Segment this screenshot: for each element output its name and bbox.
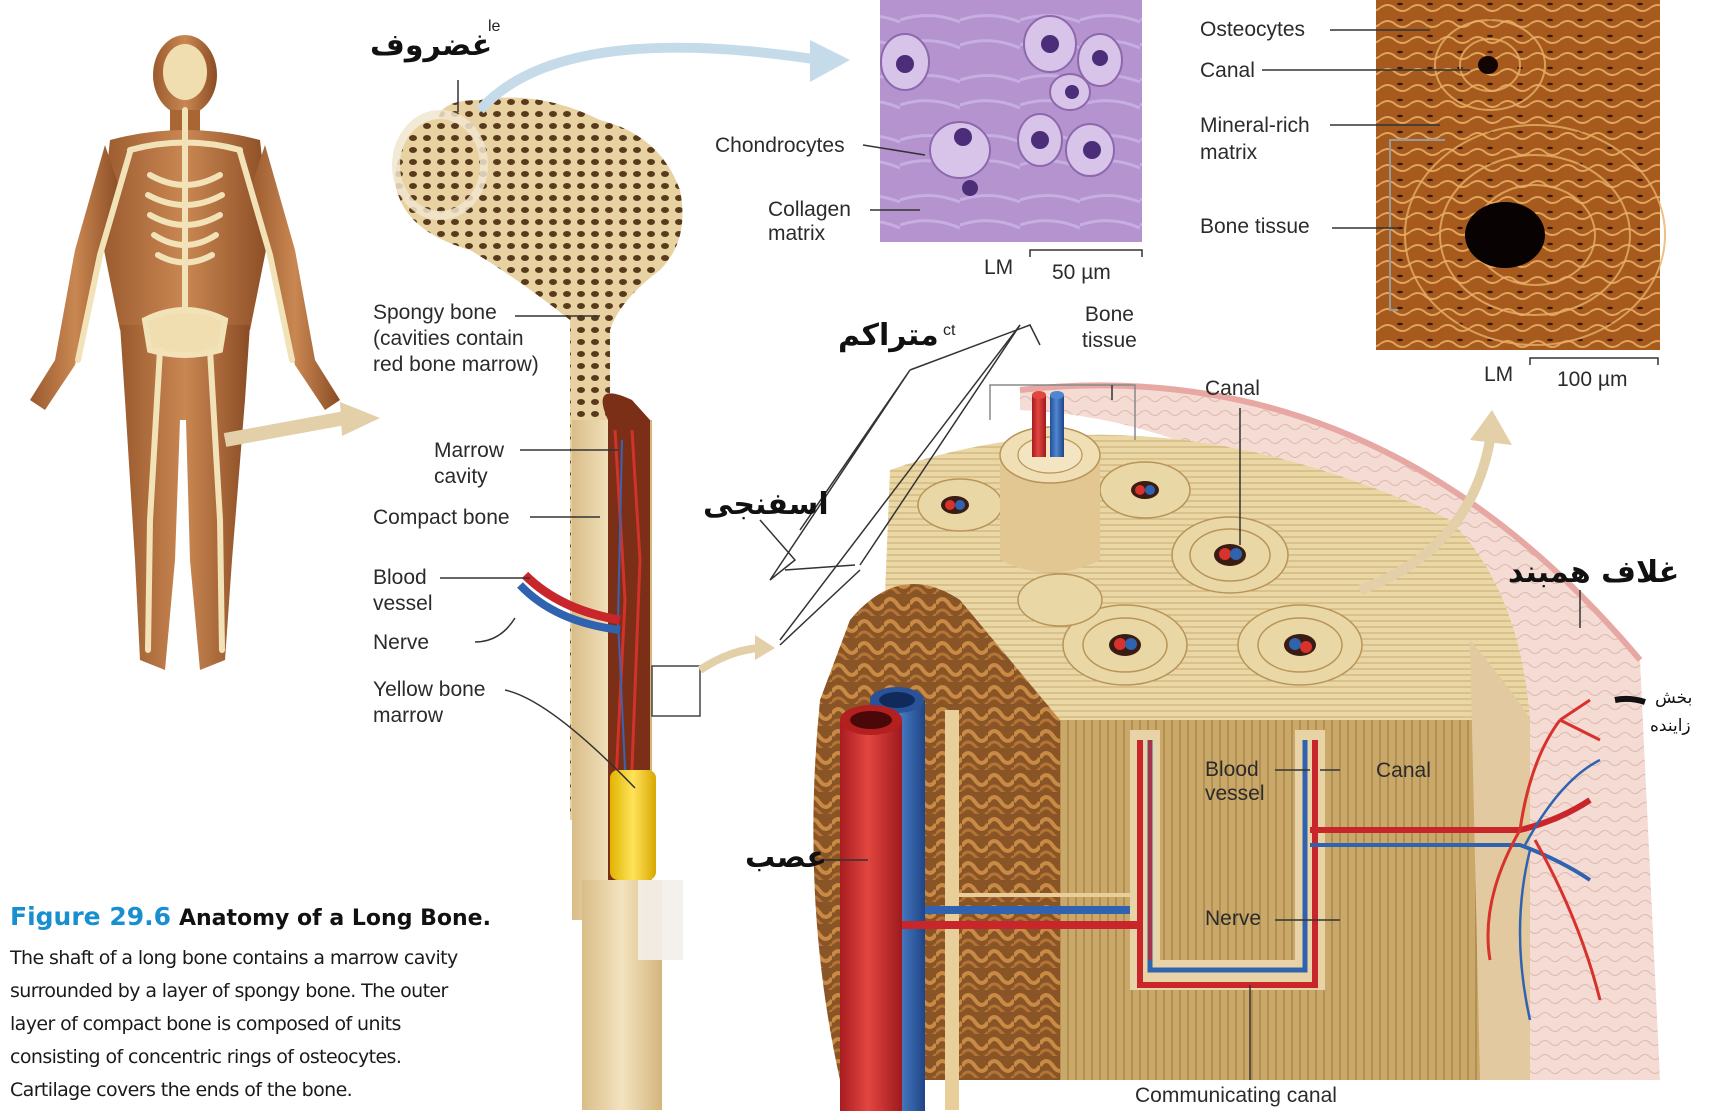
label-bone-tissue-block: Bone tissue <box>1082 302 1137 354</box>
label-lm-2: LM <box>1484 362 1513 388</box>
label-osteocytes: Osteocytes <box>1200 17 1305 43</box>
figure-caption-title: Figure 29.6 Anatomy of a Long Bone. <box>10 902 491 931</box>
label-lm-1: LM <box>984 255 1013 281</box>
label-mineral-matrix: Mineral-rich matrix <box>1200 112 1310 166</box>
label-yellow-marrow: Yellow bone marrow <box>373 677 486 729</box>
label-canal-top: Canal <box>1200 58 1255 84</box>
label-chondrocytes: Chondrocytes <box>715 133 845 159</box>
label-nerve-block: Nerve <box>1205 906 1261 932</box>
figure-number: Figure 29.6 <box>10 902 171 931</box>
label-blood-vessel: Blood vessel <box>373 565 433 617</box>
caption-line: surrounded by a layer of spongy bone. Th… <box>10 975 510 1008</box>
compact-bone-block <box>813 385 1660 1111</box>
fa-label-nerve: عصب <box>745 840 827 875</box>
fa-label-spongy: اسفنجی <box>703 487 829 522</box>
label-scale-2: 100 µm <box>1557 367 1627 393</box>
osteon-micrograph <box>1376 0 1665 365</box>
fa-label-generative-1: بخش <box>1655 685 1692 711</box>
label-blood-vessel-block: Blood vessel <box>1205 758 1265 806</box>
scribble-mark <box>1615 699 1645 702</box>
caption-line: consisting of concentric rings of osteoc… <box>10 1041 510 1074</box>
fa-label-periosteum: غلاف همبند <box>1508 555 1679 590</box>
label-collagen-matrix: Collagen matrix <box>768 198 851 246</box>
cartilage-sup: le <box>488 18 500 36</box>
label-compact-bone: Compact bone <box>373 505 510 531</box>
label-nerve: Nerve <box>373 630 429 656</box>
caption-line: Cartilage covers the ends of the bone. <box>10 1074 510 1107</box>
caption-line: layer of compact bone is composed of uni… <box>10 1008 510 1041</box>
label-spongy-bone: Spongy bone (cavities contain red bone m… <box>373 300 539 378</box>
cartilage-micrograph <box>880 0 1142 257</box>
label-communicating-canal: Communicating canal <box>1135 1083 1337 1109</box>
fa-label-compact: متراکم <box>838 318 939 353</box>
caption-line: The shaft of a long bone contains a marr… <box>10 942 510 975</box>
figure-caption-body: The shaft of a long bone contains a marr… <box>10 942 510 1107</box>
compact-sup: ct <box>943 322 955 340</box>
label-scale-1: 50 µm <box>1052 260 1111 286</box>
figure-title: Anatomy of a Long Bone. <box>179 906 491 931</box>
label-canal-block-2: Canal <box>1376 758 1431 784</box>
label-canal-block: Canal <box>1205 376 1260 402</box>
fa-label-generative-2: زاینده <box>1650 713 1691 739</box>
human-figure <box>30 35 380 670</box>
label-bone-tissue-top: Bone tissue <box>1200 214 1310 240</box>
label-marrow-cavity: Marrow cavity <box>434 438 504 490</box>
fa-label-cartilage: غضروف <box>370 28 492 63</box>
